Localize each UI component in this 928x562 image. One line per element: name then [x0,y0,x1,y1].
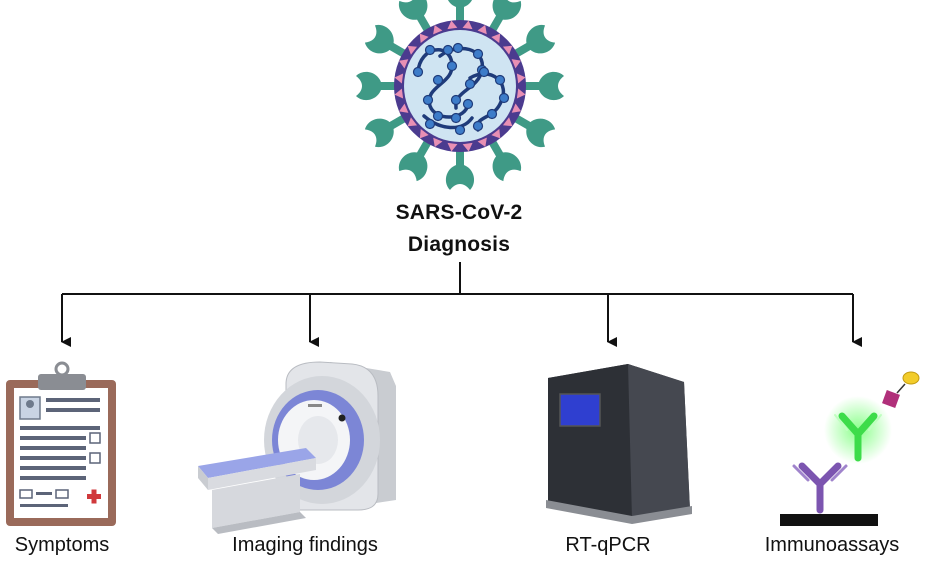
envelope-protein [477,137,487,147]
envelope-protein [419,33,429,44]
virus-spike [356,71,398,101]
envelope-protein [419,128,429,139]
rna-bead [450,112,462,124]
clipboard-icon [6,361,116,526]
root-title-line1: SARS-CoV-2 [395,201,523,224]
envelope-protein [447,20,458,30]
envelope-protein [491,33,501,44]
rna-bead [412,66,424,78]
envelope-protein [502,117,513,127]
envelope-protein [433,137,443,148]
root-title-line2: Diagnosis [407,233,511,256]
envelope-protein [462,20,473,30]
envelope-protein [477,24,487,35]
rna-bead [478,66,490,78]
rna-bead [424,118,436,130]
envelope-protein [399,103,409,113]
rna-bead [432,74,444,86]
virus-spike [448,0,472,24]
tree-connectors [61,262,862,347]
rna-bead [454,124,466,136]
branch-label-imaging-findings: Imaging findings [232,534,378,556]
envelope-protein [502,45,513,55]
envelope-protein [394,73,404,84]
envelope-protein [511,103,522,113]
envelope-protein [511,59,521,69]
envelope-protein [516,73,526,84]
rna-bead [424,44,436,56]
rna-bead [472,48,484,60]
pcr-machine-icon [546,364,692,524]
virus-spike [522,71,564,101]
envelope-protein [433,25,443,35]
envelope-protein [398,59,409,69]
rna-bead [472,120,484,132]
envelope-protein [516,88,526,99]
rna-bead [452,42,464,54]
rna-bead [462,98,474,110]
envelope-protein [491,128,501,139]
virus-icon [356,0,564,190]
mri-scanner-icon [198,361,396,534]
rna-bead [442,44,454,56]
rna-bead [446,60,458,72]
rna-bead [486,108,498,120]
branch-label-immunoassays: Immunoassays [764,534,900,556]
envelope-protein [447,142,458,152]
rna-bead [494,74,506,86]
virus-spike [445,148,475,190]
envelope-protein [462,142,473,152]
branch-label-symptoms: Symptoms [14,534,110,556]
rna-bead [464,78,476,90]
branch-label-rt-qpcr: RT-qPCR [565,534,651,556]
rna-bead [498,92,510,104]
rna-bead [450,94,462,106]
rna-bead [422,94,434,106]
antibody-icon [780,371,920,526]
rna-bead [432,110,444,122]
envelope-protein [394,88,404,99]
envelope-protein [407,45,418,55]
envelope-protein [407,117,418,127]
